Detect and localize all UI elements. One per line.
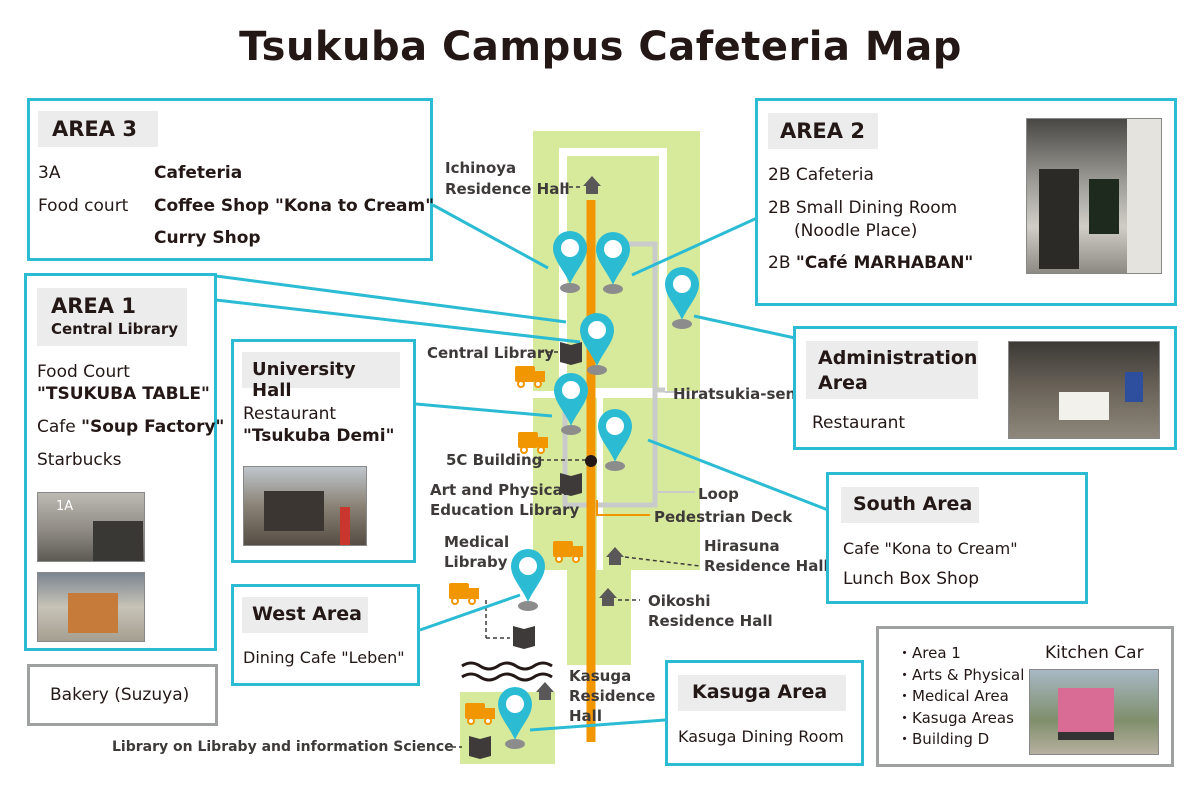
info-science-library-label: Library on Libraby and information Scien… xyxy=(112,739,454,755)
area1-tsukuba-table: "TSUKUBA TABLE" xyxy=(37,384,210,404)
ichinoya-house-icon xyxy=(583,176,601,194)
area3-code: 3A xyxy=(38,163,61,183)
west-area-pin-icon[interactable] xyxy=(510,548,546,611)
kasuga-area-tag: Kasuga Area xyxy=(678,675,846,711)
bakery-label: Bakery (Suzuya) xyxy=(50,685,190,705)
5c-building-label: 5C Building xyxy=(446,451,543,469)
area3-pin-icon[interactable] xyxy=(553,231,587,293)
area2-small-dining: 2B Small Dining Room xyxy=(768,198,958,218)
area2-noodle: (Noodle Place) xyxy=(794,221,918,241)
administration-pin-icon[interactable] xyxy=(665,267,699,329)
kasuga-area-box: Kasuga Area Kasuga Dining Room xyxy=(665,660,864,766)
central-library-book-icon xyxy=(560,342,582,365)
kitchen-car-list: ・Area 1 ・Arts & Physical ・Medical Area ・… xyxy=(897,644,1025,748)
kitchen-car-box: ・Area 1 ・Arts & Physical ・Medical Area ・… xyxy=(876,626,1174,767)
central-library-label: Central Library xyxy=(427,344,555,362)
area1-pin-icon[interactable] xyxy=(580,313,614,375)
kasuga-house-icon xyxy=(536,682,554,700)
area1-photo-building: 1A xyxy=(37,492,145,562)
south-area-lunch-box: Lunch Box Shop xyxy=(843,569,980,589)
area1-food-court: Food Court xyxy=(37,362,130,382)
area3-coffee-shop: Coffee Shop "Kona to Cream" xyxy=(154,196,435,216)
area3-food-court: Food court xyxy=(38,196,129,216)
kitchen-car-title: Kitchen Car xyxy=(1045,643,1144,663)
kasuga-dining-room: Kasuga Dining Room xyxy=(678,727,844,746)
area1-photo-interior xyxy=(37,572,145,642)
area2-tag: AREA 2 xyxy=(768,113,878,149)
west-area-leben: Dining Cafe "Leben" xyxy=(243,648,405,667)
west-area-box: West Area Dining Cafe "Leben" xyxy=(231,584,420,686)
area2-cafeteria: 2B Cafeteria xyxy=(768,165,874,185)
medical-library-book-icon xyxy=(513,626,535,649)
area1-starbucks: Starbucks xyxy=(37,450,122,470)
area2-box: AREA 2 2B Cafeteria 2B Small Dining Room… xyxy=(755,98,1177,306)
hirasuna-house-icon xyxy=(606,547,624,565)
west-area-tag: West Area xyxy=(242,597,368,633)
pedestrian-deck-label: Pedestrian Deck xyxy=(654,508,793,526)
university-hall-box: University Hall Restaurant "Tsukuba Demi… xyxy=(231,339,416,563)
area1-tag: AREA 1 Central Library xyxy=(37,288,187,346)
truck-icon-arts xyxy=(518,432,548,454)
art-library-book-icon xyxy=(560,473,582,496)
5c-building-dot xyxy=(585,455,597,467)
truck-icon-medical xyxy=(449,583,479,605)
truck-icon-building-d xyxy=(553,541,583,563)
oikoshi-house-icon xyxy=(599,588,617,606)
page-title: Tsukuba Campus Cafeteria Map xyxy=(239,24,962,70)
university-hall-pin-icon[interactable] xyxy=(554,373,588,435)
area1-subtitle: Central Library xyxy=(51,320,179,338)
area2-photo xyxy=(1026,118,1162,274)
university-hall-tsukuba-demi: "Tsukuba Demi" xyxy=(243,426,395,446)
area2-marhaban: 2B "Café MARHABAN" xyxy=(768,253,974,273)
south-area-cafe: Cafe "Kona to Cream" xyxy=(843,539,1018,558)
truck-icon-area1 xyxy=(515,366,545,388)
area3-cafeteria: Cafeteria xyxy=(154,163,243,183)
info-library-book-icon xyxy=(469,736,491,759)
hiratsukia-label: Hiratsukia-sen xyxy=(673,385,797,403)
south-area-box: South Area Cafe "Kona to Cream" Lunch Bo… xyxy=(826,472,1088,604)
kasuga-area-pin-icon[interactable] xyxy=(498,687,532,749)
loop-label: Loop xyxy=(698,485,739,503)
area2-pin-icon[interactable] xyxy=(596,232,630,294)
university-hall-photo xyxy=(243,466,367,546)
south-green-zone xyxy=(567,570,631,665)
university-hall-tag: University Hall xyxy=(242,352,400,401)
area3-box: AREA 3 3A Food court Cafeteria Coffee Sh… xyxy=(27,98,435,261)
university-hall-restaurant: Restaurant xyxy=(243,404,337,424)
area3-tag: AREA 3 xyxy=(38,111,158,147)
truck-icon-kasuga xyxy=(465,703,495,725)
south-area-pin-icon[interactable] xyxy=(598,409,632,471)
area1-soup-factory: Cafe "Soup Factory" xyxy=(37,417,225,437)
administration-photo xyxy=(1008,341,1160,439)
south-area-tag: South Area xyxy=(841,487,979,523)
kitchen-car-photo xyxy=(1029,669,1159,755)
administration-restaurant: Restaurant xyxy=(812,413,906,433)
area3-curry-shop: Curry Shop xyxy=(154,228,261,248)
bakery-box: Bakery (Suzuya) xyxy=(27,664,218,726)
area1-box: AREA 1 Central Library Food Court "TSUKU… xyxy=(24,273,224,651)
